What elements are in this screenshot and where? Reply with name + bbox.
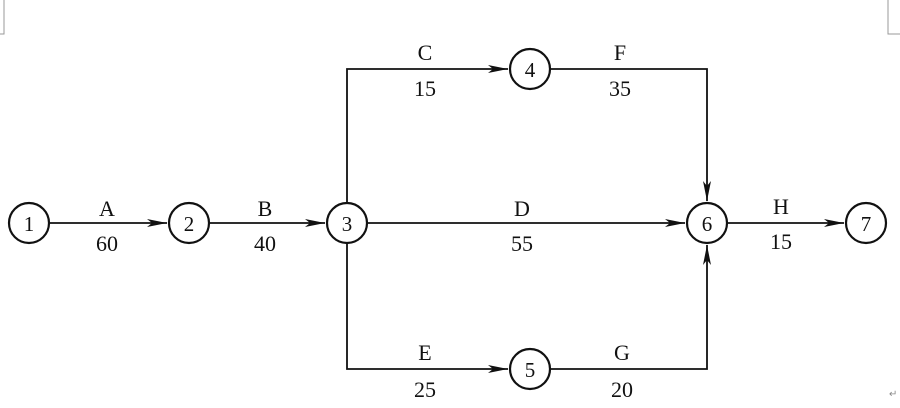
activity-duration-D: 55 [511,231,533,256]
node-3: 3 [325,201,369,245]
node-7-label: 7 [861,212,872,236]
activity-name-H: H [773,194,789,219]
activity-name-F: F [614,40,626,65]
activity-duration-C: 15 [414,76,436,101]
node-6: 6 [685,201,729,245]
edge-G [550,245,711,370]
node-5: 5 [508,347,552,391]
edge-F [550,68,711,201]
node-3-label: 3 [342,212,353,236]
edge-C [346,65,508,203]
paragraph-mark: ↵ [889,389,897,400]
node-6-label: 6 [702,212,713,236]
node-1-label: 1 [24,212,35,236]
node-5-label: 5 [525,358,536,382]
activity-name-D: D [514,196,530,221]
node-4-label: 4 [525,58,536,82]
node-4: 4 [508,47,552,91]
edge-E [346,243,508,373]
activity-name-G: G [614,340,630,365]
activity-duration-A: 60 [96,231,118,256]
node-2: 2 [167,201,211,245]
activity-name-C: C [418,40,433,65]
activity-duration-H: 15 [770,229,792,254]
activity-duration-E: 25 [414,377,436,402]
activity-duration-B: 40 [254,231,276,256]
node-2-label: 2 [184,212,195,236]
activity-duration-F: 35 [609,76,631,101]
activity-name-A: A [99,196,115,221]
activity-name-B: B [258,196,273,221]
page-corner-mark-right [887,0,900,35]
node-1: 1 [7,201,51,245]
activity-duration-G: 20 [611,377,633,402]
node-7: 7 [844,201,888,245]
activity-name-E: E [418,340,431,365]
page-corner-mark-left [0,0,5,35]
